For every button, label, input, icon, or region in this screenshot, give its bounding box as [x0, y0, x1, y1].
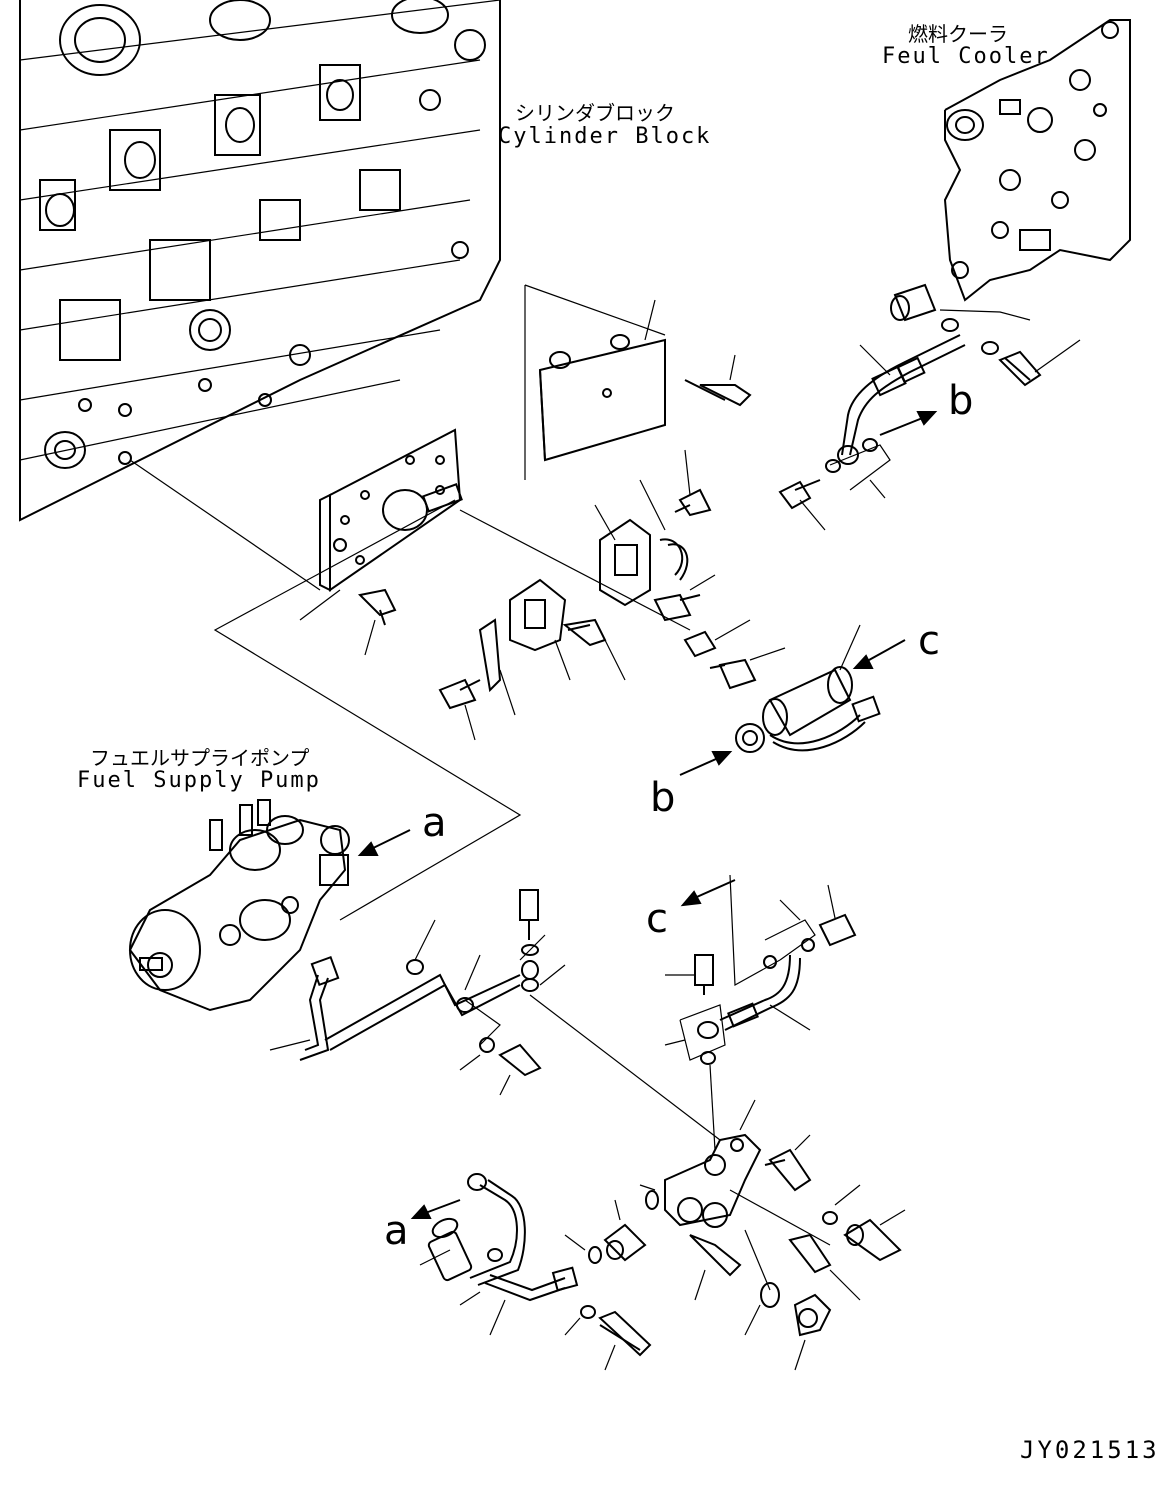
drawing-code: JY021513 [1020, 1436, 1160, 1464]
cylinder-block-label-jp: シリンダブロック [515, 101, 675, 125]
fuel-cooler-label-jp: 燃料クーラ [908, 22, 1008, 46]
pipe-a [410, 1173, 652, 1371]
ref-letter-c-filter: c [918, 618, 940, 664]
fuel-cooler-label-en: Feul Cooler [882, 44, 1050, 69]
fuel-supply-pump-drawing [128, 499, 522, 1012]
bolt-pipe-b [778, 479, 826, 531]
leader-valve-block [529, 994, 721, 1141]
cooler-fuel-pipe [825, 334, 966, 499]
clamp-b [594, 479, 689, 607]
small-bolts [438, 449, 786, 741]
fuel-supply-pump-label-jp: フュエルサプライポンプ [90, 746, 310, 770]
bolt-cooler [998, 339, 1081, 387]
fuel-cooler-drawing [890, 19, 1131, 355]
fuel-filter [679, 624, 906, 776]
pump-fuel-pipe [269, 889, 566, 1096]
ref-letter-c-pipe: c [646, 896, 668, 942]
cylinder-block-label-en: Cylinder Block [498, 124, 712, 149]
ref-letter-a-pipe: a [384, 1208, 409, 1254]
ref-letter-b-top: b [948, 378, 974, 424]
clamp-a [478, 578, 571, 716]
ref-letter-b-filter: b [650, 775, 676, 821]
valve-block [564, 1099, 906, 1371]
fuel-supply-pump-label-en: Fuel Supply Pump [77, 768, 321, 793]
cylinder-block-drawing [19, 0, 501, 591]
mounting-plate [299, 428, 691, 656]
bracket-plate-top [524, 284, 752, 480]
pipe-c [664, 874, 857, 1151]
ref-letter-a-pump: a [422, 800, 447, 846]
